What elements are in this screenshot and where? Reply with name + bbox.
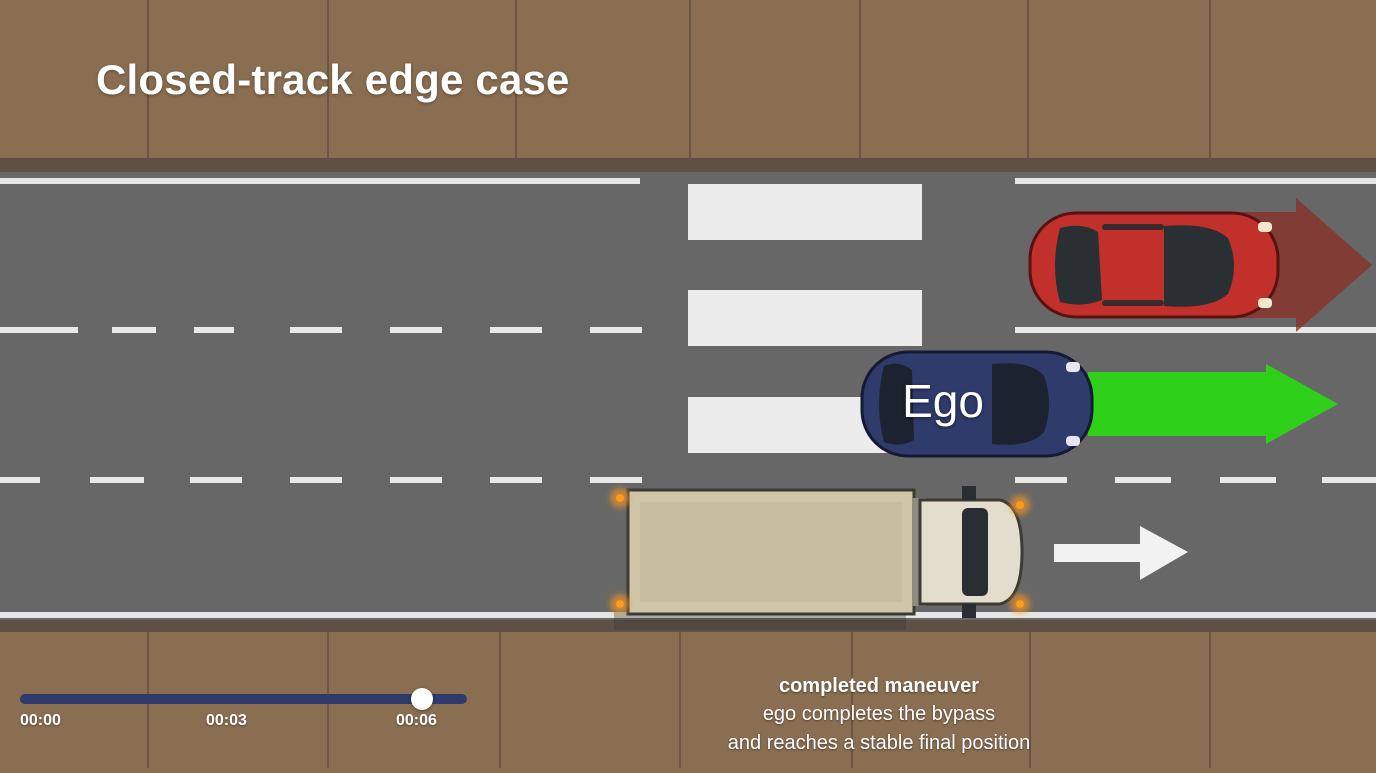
red-car-icon — [1028, 211, 1280, 319]
curb-top — [0, 158, 1376, 174]
truck-direction-arrow-icon — [1054, 526, 1188, 580]
edge-line-top-right — [1015, 178, 1376, 184]
lane-divider-upper — [0, 327, 1376, 333]
ego-label: Ego — [902, 375, 984, 427]
edge-line-top-left — [0, 178, 640, 184]
lane-divider-lower — [0, 477, 1376, 483]
timeline-track[interactable] — [20, 694, 467, 704]
scenario-title: Closed-track edge case — [96, 56, 570, 103]
sidewalk-top — [0, 0, 1376, 160]
timeline-tick-mid: 00:03 — [206, 712, 247, 729]
caption-line-1: ego completes the bypass — [762, 703, 996, 725]
timeline-progress — [20, 694, 422, 704]
caption-line-2: and reaches a stable final position — [727, 732, 1031, 754]
ego-direction-arrow-icon — [1088, 364, 1338, 444]
hazard-lights — [610, 488, 1030, 614]
truck-icon — [614, 486, 1024, 630]
maneuver-caption: completed maneuver ego completes the byp… — [640, 672, 1118, 758]
playback-timeline[interactable]: 00:00 00:03 00:06 — [20, 688, 467, 732]
timeline-tick-end: 00:06 — [396, 712, 437, 729]
timeline-scrubber-handle[interactable] — [411, 688, 433, 710]
caption-title: completed maneuver — [778, 675, 980, 697]
ego-car-icon — [860, 350, 1094, 458]
timeline-tick-start: 00:00 — [20, 712, 61, 729]
